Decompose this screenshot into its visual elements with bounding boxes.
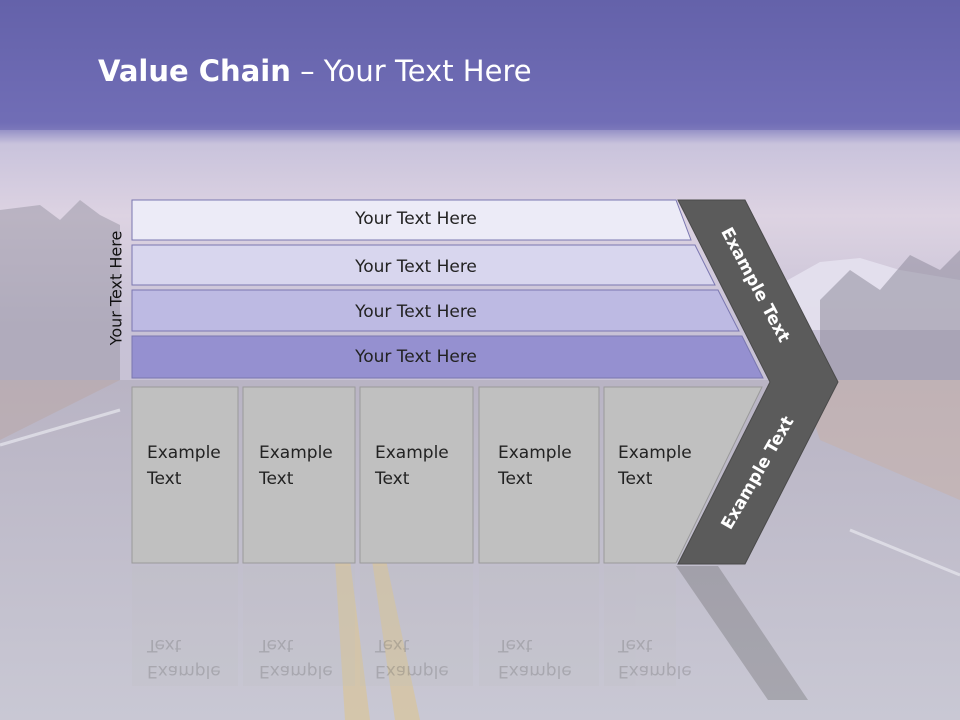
cell-2-line2: Text (259, 469, 294, 489)
cell-1-line2: Text (147, 469, 182, 489)
band-4-label: Your Text Here (355, 347, 477, 367)
cell-5-line1: Example (618, 443, 692, 463)
cell-4-line2: Text (498, 469, 533, 489)
cell-1-shape (131, 386, 239, 564)
band-1-label: Your Text Here (355, 209, 477, 229)
cell-5-shape (603, 386, 763, 564)
band-3-label: Your Text Here (355, 302, 477, 322)
band-2-shape (131, 244, 716, 286)
cell-2-shape (242, 386, 356, 564)
cell-5-line2: Text (618, 469, 653, 489)
band-3-shape (131, 289, 740, 332)
title-rest: – Your Text Here (290, 54, 532, 88)
band-4-shape (131, 335, 764, 379)
cell-4-line1: Example (498, 443, 572, 463)
cell-3-line2: Text (375, 469, 410, 489)
cell-3-shape (359, 386, 474, 564)
cell-3-line1: Example (375, 443, 449, 463)
title-bold: Value Chain (98, 54, 291, 88)
cell-2-line1: Example (259, 443, 333, 463)
page-title: Value Chain – Your Text Here (98, 54, 532, 88)
band-2-label: Your Text Here (355, 257, 477, 277)
cell-1-line1: Example (147, 443, 221, 463)
cell-4-shape (478, 386, 600, 564)
band-1-shape (131, 199, 692, 241)
chevron-arrow-shape (677, 199, 839, 565)
